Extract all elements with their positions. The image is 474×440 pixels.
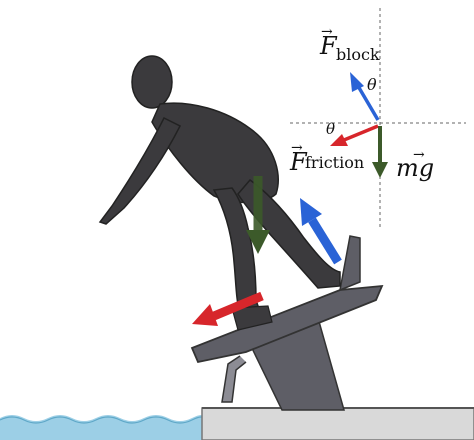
mg-arrow: → — [413, 147, 425, 163]
f-friction-label: F — [289, 148, 308, 176]
friction-force-on-swimmer — [192, 291, 264, 326]
block-force-vector — [350, 72, 380, 121]
starting-block-wedge — [339, 235, 361, 292]
swimmer-arm — [98, 116, 182, 225]
pool-deck — [201, 407, 474, 440]
block-force-on-swimmer — [300, 198, 342, 265]
f-friction-arrow: → — [291, 140, 303, 156]
theta-top-label: θ — [367, 75, 377, 94]
f-friction-subscript: friction — [305, 153, 364, 172]
swimmer-torso — [151, 102, 279, 204]
water-wave-line — [0, 416, 205, 424]
f-block-arrow: → — [321, 24, 333, 40]
theta-left-label: θ — [326, 120, 335, 138]
swimmer-head — [131, 55, 173, 109]
f-block-subscript: block — [336, 45, 380, 64]
swimmer-silhouette — [98, 55, 341, 331]
starting-block-handle — [221, 355, 247, 403]
mg-label: mg — [396, 154, 434, 182]
friction-force-vector — [330, 124, 379, 146]
f-block-label: F — [319, 32, 338, 60]
gravity-force-on-swimmer — [246, 176, 270, 254]
water — [0, 415, 204, 440]
swimmer-front-foot — [231, 305, 273, 331]
gravity-force-vector — [372, 126, 388, 178]
